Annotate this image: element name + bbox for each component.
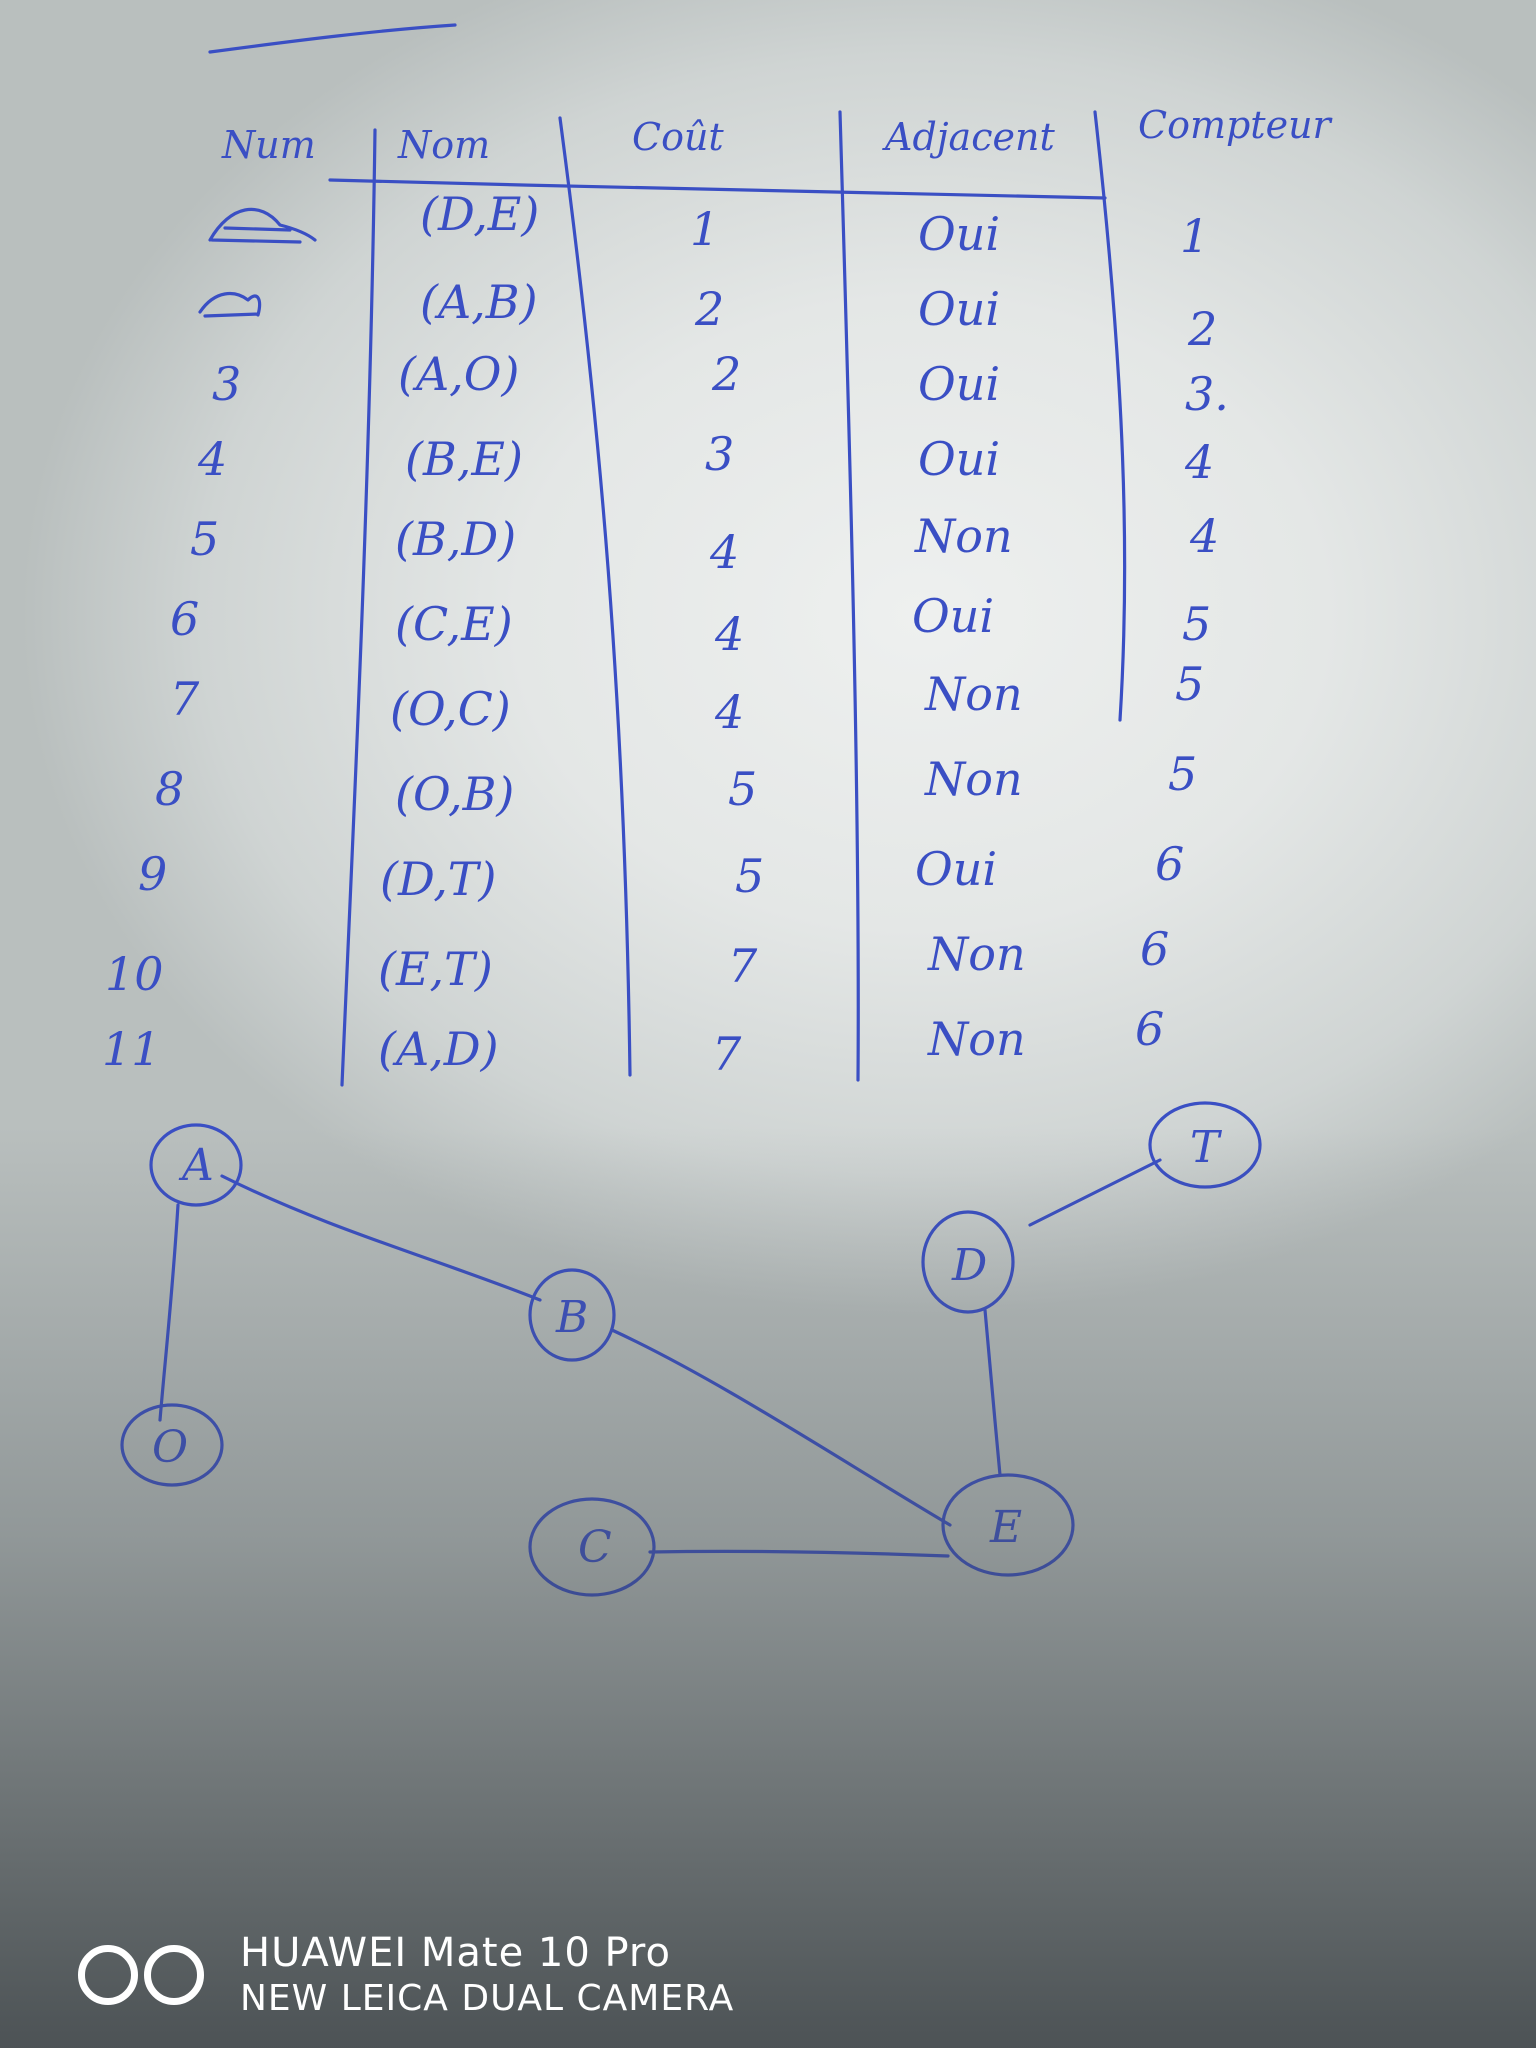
row7-nom: (O,C) (390, 682, 511, 736)
row11-cout: 7 (712, 1027, 742, 1081)
row1-cout: 1 (690, 202, 719, 256)
row5-compteur: 4 (1189, 509, 1219, 563)
column-divider (558, 116, 632, 1077)
row10-adj: Non (927, 927, 1026, 981)
column-divider (838, 110, 860, 1082)
row8-adj: Non (924, 752, 1023, 806)
edge-d-e (983, 1308, 1002, 1477)
header-adjacent: Adjacent (882, 115, 1055, 159)
node-d: D (921, 1210, 1015, 1314)
row7-cout: 4 (714, 685, 744, 739)
svg-text:A: A (178, 1140, 214, 1191)
header-compteur: Compteur (1138, 103, 1334, 147)
node-e: E (941, 1473, 1075, 1577)
row2-compteur: 2 (1187, 302, 1217, 356)
dual-camera-logo-icon (78, 1935, 218, 2015)
row8-compteur: 5 (1168, 747, 1197, 801)
row6-num: 6 (170, 592, 199, 646)
node-t: T (1148, 1101, 1262, 1189)
row6-cout: 4 (714, 607, 744, 661)
row2-cout: 2 (694, 282, 724, 336)
row9-num: 9 (138, 847, 167, 901)
row9-adj: Oui (915, 842, 997, 896)
row3-adj: Oui (918, 357, 1000, 411)
row10-num: 10 (105, 947, 164, 1001)
row5-nom: (B,D) (395, 512, 516, 566)
row6-nom: (C,E) (395, 597, 513, 651)
header-cout: Coût (632, 115, 724, 159)
row2-nom: (A,B) (420, 275, 538, 329)
scribble-mark (208, 207, 317, 244)
edge-d-t (1028, 1158, 1162, 1227)
column-divider (340, 128, 377, 1087)
svg-text:T: T (1190, 1122, 1223, 1173)
row3-num: 3 (212, 357, 241, 411)
header-num: Num (221, 123, 316, 167)
row10-cout: 7 (728, 939, 758, 993)
row10-nom: (E,T) (378, 942, 493, 996)
edge-a-b (220, 1174, 542, 1302)
row3-nom: (A,O) (398, 347, 519, 401)
edge-b-e (610, 1328, 952, 1527)
watermark-model: HUAWEI Mate 10 Pro (240, 1930, 671, 1977)
row6-compteur: 5 (1182, 597, 1211, 651)
row11-compteur: 6 (1135, 1002, 1164, 1056)
row1-compteur: 1 (1180, 209, 1209, 263)
row3-compteur: 3. (1185, 367, 1229, 421)
node-c: C (528, 1497, 656, 1597)
row4-adj: Oui (918, 432, 1000, 486)
watermark-text: HUAWEI Mate 10 Pro NEW LEICA DUAL CAMERA (240, 1929, 734, 2020)
node-b: B (528, 1268, 616, 1362)
title-underline (208, 23, 457, 54)
svg-text:O: O (152, 1422, 188, 1473)
row3-cout: 2 (711, 347, 741, 401)
watermark-camera: NEW LEICA DUAL CAMERA (240, 1978, 735, 2020)
row11-nom: (A,D) (378, 1022, 499, 1076)
scribble-mark (198, 292, 262, 318)
row4-num: 4 (197, 432, 227, 486)
row4-cout: 3 (705, 427, 734, 481)
row5-cout: 4 (709, 525, 739, 579)
row11-num: 11 (102, 1022, 161, 1076)
header-nom: Nom (397, 123, 490, 167)
row1-nom: (D,E) (420, 187, 539, 241)
row1-adj: Oui (918, 207, 1000, 261)
row9-cout: 5 (735, 849, 764, 903)
row5-adj: Non (914, 509, 1013, 563)
row8-num: 8 (155, 762, 184, 816)
svg-text:B: B (555, 1292, 588, 1343)
row2-adj: Oui (918, 282, 1000, 336)
row4-compteur: 4 (1184, 435, 1214, 489)
row8-cout: 5 (728, 762, 757, 816)
row7-num: 7 (170, 672, 200, 726)
row9-compteur: 6 (1155, 837, 1184, 891)
row5-num: 5 (190, 512, 219, 566)
camera-watermark: HUAWEI Mate 10 Pro NEW LEICA DUAL CAMERA (78, 1920, 734, 2030)
node-o: O (120, 1403, 224, 1487)
node-a: A (149, 1123, 243, 1207)
row6-adj: Oui (912, 589, 994, 643)
row7-compteur: 5 (1175, 657, 1204, 711)
edge-c-e (648, 1549, 950, 1558)
row9-nom: (D,T) (380, 852, 496, 906)
svg-text:D: D (951, 1240, 987, 1291)
row10-compteur: 6 (1140, 922, 1169, 976)
column-divider (1093, 110, 1127, 722)
row8-nom: (O,B) (395, 767, 514, 821)
row11-adj: Non (927, 1012, 1026, 1066)
edge-a-o (158, 1203, 180, 1422)
row4-nom: (B,E) (405, 432, 523, 486)
svg-text:E: E (989, 1502, 1022, 1553)
row7-adj: Non (924, 667, 1023, 721)
svg-text:C: C (578, 1522, 612, 1573)
